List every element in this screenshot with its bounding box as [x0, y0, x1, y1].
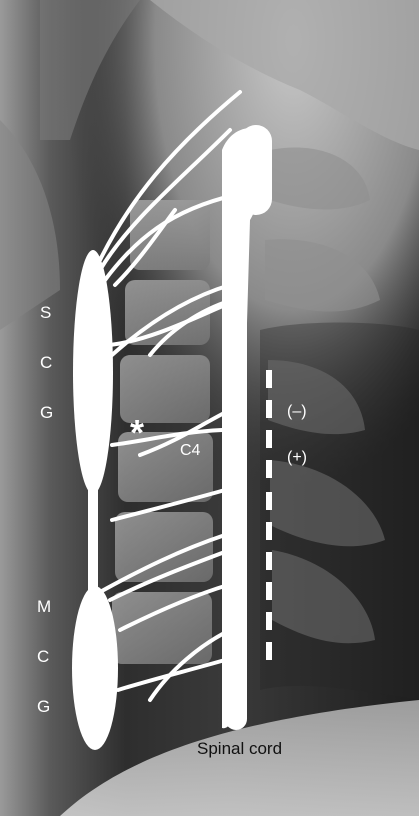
scg-label-s: S	[40, 303, 51, 322]
mcg-label-g: G	[37, 697, 50, 716]
asterisk-marker: *	[130, 412, 144, 453]
middle-cervical-ganglion	[72, 586, 118, 750]
superior-cervical-ganglion	[73, 250, 113, 494]
negative-pole-label: (–)	[287, 403, 307, 420]
scg-label-g: G	[40, 403, 53, 422]
mcg-label-m: M	[37, 597, 51, 616]
mcg-label-c: C	[37, 647, 49, 666]
c4-nerve-label: C4	[180, 442, 201, 459]
positive-pole-label: (+)	[287, 449, 307, 466]
spinal-cord-label: Spinal cord	[197, 739, 282, 758]
scg-label-c: C	[40, 353, 52, 372]
